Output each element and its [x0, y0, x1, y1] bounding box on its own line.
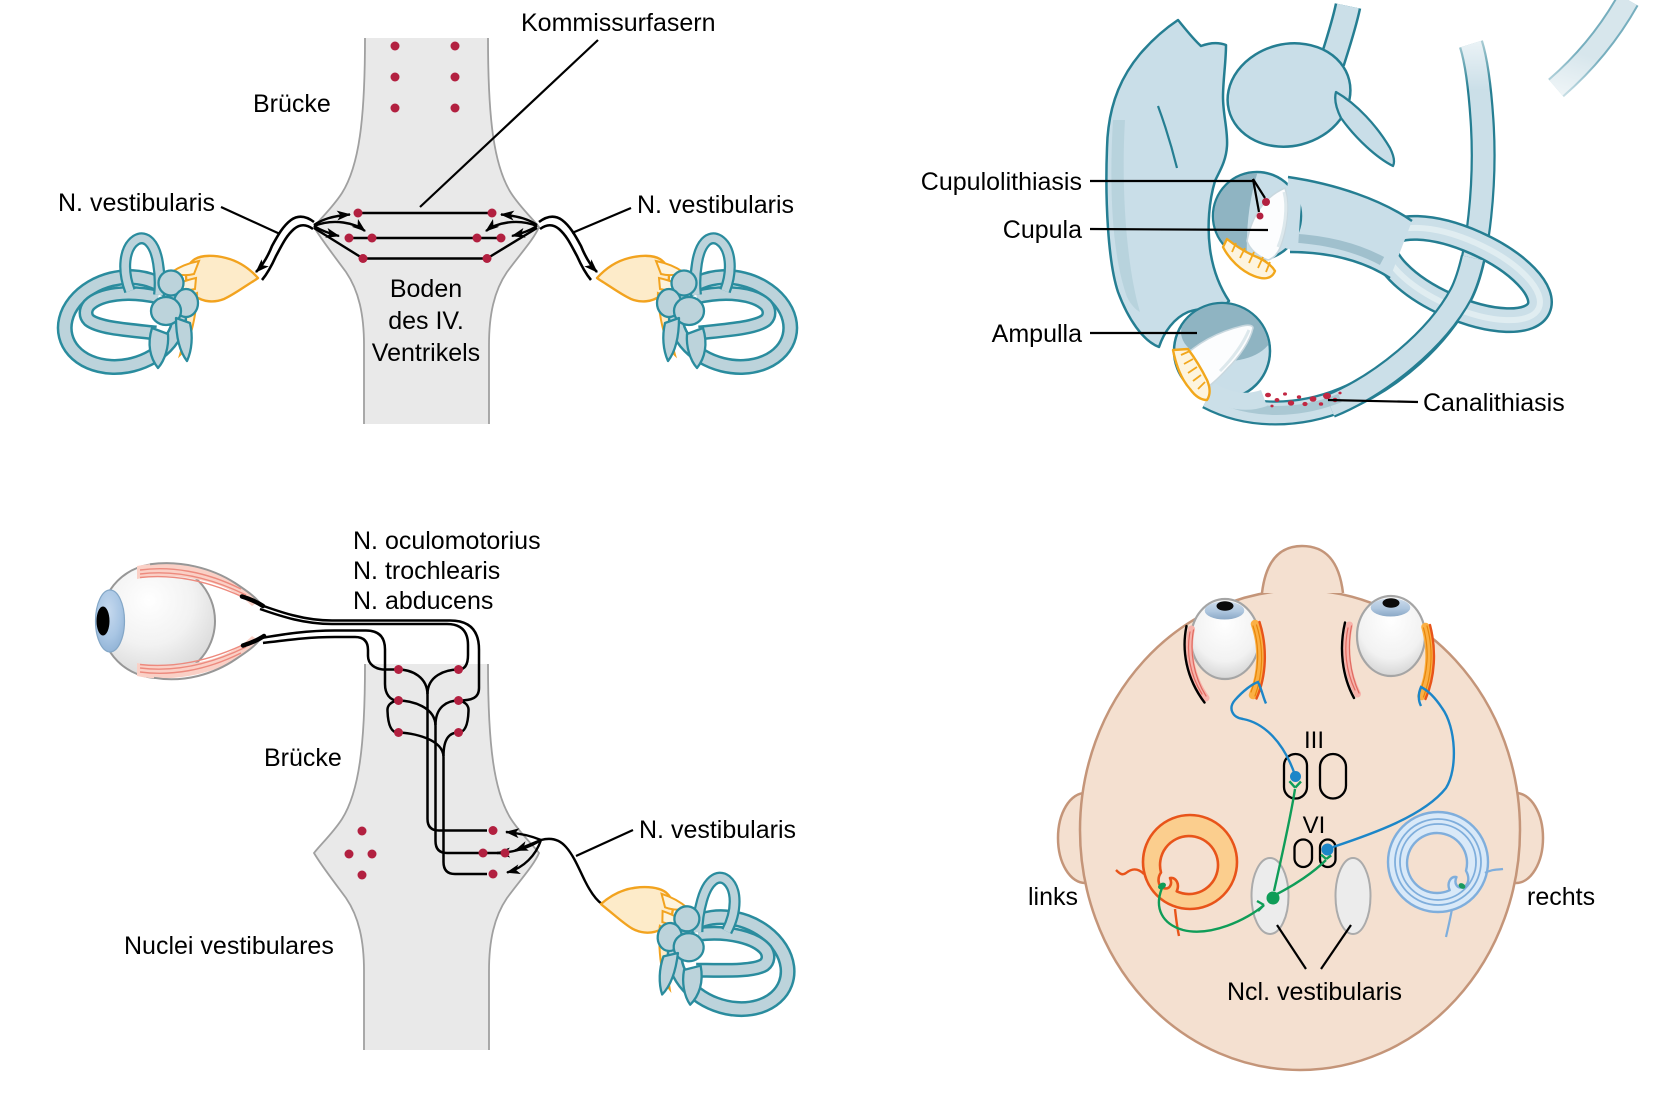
svg-text:N. oculomotorius: N. oculomotorius — [353, 527, 541, 555]
svg-text:VI: VI — [1303, 812, 1326, 839]
svg-text:Brücke: Brücke — [264, 744, 342, 772]
svg-text:Canalithiasis: Canalithiasis — [1423, 389, 1565, 417]
svg-text:Ampulla: Ampulla — [992, 320, 1082, 348]
svg-text:N. abducens: N. abducens — [353, 587, 493, 615]
svg-text:Cupula: Cupula — [1003, 216, 1082, 244]
svg-text:des IV.: des IV. — [388, 307, 464, 335]
svg-text:rechts: rechts — [1527, 883, 1595, 911]
svg-text:Nuclei vestibulares: Nuclei vestibulares — [124, 932, 334, 960]
svg-text:links: links — [1028, 883, 1078, 911]
svg-text:Ncl. vestibularis: Ncl. vestibularis — [1227, 978, 1402, 1006]
svg-text:Brücke: Brücke — [253, 90, 331, 118]
svg-text:III: III — [1304, 727, 1324, 754]
svg-text:Kommissurfasern: Kommissurfasern — [521, 9, 716, 37]
svg-text:N. vestibularis: N. vestibularis — [637, 191, 794, 219]
svg-text:Ventrikels: Ventrikels — [372, 339, 480, 367]
svg-text:N. vestibularis: N. vestibularis — [639, 816, 796, 844]
svg-text:Cupulolithiasis: Cupulolithiasis — [921, 168, 1082, 196]
svg-text:Boden: Boden — [390, 275, 462, 303]
svg-text:N. trochlearis: N. trochlearis — [353, 557, 500, 585]
svg-text:N. vestibularis: N. vestibularis — [58, 189, 215, 217]
